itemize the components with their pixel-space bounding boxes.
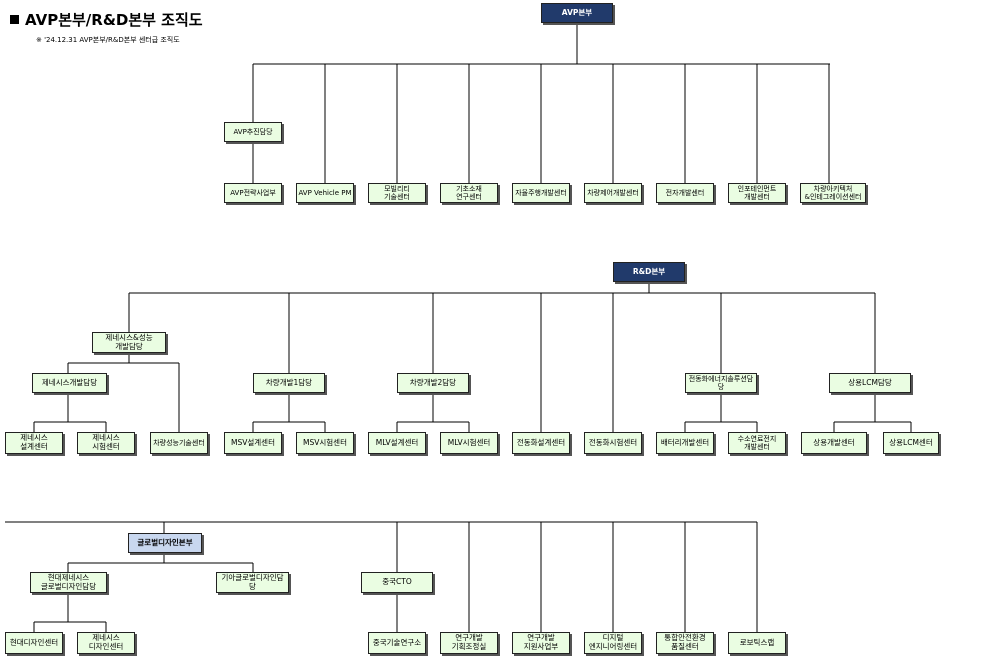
design-root-box[interactable]: 글로벌디자인본부 (128, 533, 202, 553)
design-center-box[interactable]: 연구개발 지원사업부 (512, 632, 570, 654)
rnd-center-box[interactable]: 상용LCM센터 (883, 432, 939, 454)
avp-center-box[interactable]: 기초소재 연구센터 (440, 183, 498, 203)
avp-center-box[interactable]: 자율주행개발센터 (512, 183, 570, 203)
design-kia-box[interactable]: 기아글로벌디자인담 당 (216, 572, 289, 593)
rnd-cv-box[interactable]: 상용LCM담당 (829, 373, 911, 393)
rnd-center-box[interactable]: 전동화시험센터 (584, 432, 642, 454)
rnd-center-box[interactable]: 수소연료전지 개발센터 (728, 432, 786, 454)
design-hyundai-genesis-box[interactable]: 현대제네시스 글로벌디자인담당 (30, 572, 107, 593)
rnd-center-box[interactable]: MSV시험센터 (296, 432, 354, 454)
square-bullet-icon (10, 15, 19, 24)
rnd-center-box[interactable]: 제네시스 설계센터 (5, 432, 63, 454)
rnd-center-box[interactable]: MLV설계센터 (368, 432, 426, 454)
rnd-vd1-box[interactable]: 차량개발1담당 (253, 373, 325, 393)
rnd-center-box[interactable]: 제네시스 시험센터 (77, 432, 135, 454)
avp-center-box[interactable]: 인포테인먼트 개발센터 (728, 183, 786, 203)
rnd-root-box[interactable]: R&D본부 (613, 262, 685, 282)
avp-center-box[interactable]: 전자개발센터 (656, 183, 714, 203)
design-china-cto-box[interactable]: 중국CTO (361, 572, 433, 593)
page-title: AVP본부/R&D본부 조직도 (10, 9, 203, 30)
design-center-box[interactable]: 연구개발 기획조정실 (440, 632, 498, 654)
page-title-text: AVP본부/R&D본부 조직도 (25, 11, 203, 29)
rnd-ev-energy-box[interactable]: 전동화에너지솔루션담당 (685, 373, 757, 393)
design-center-box[interactable]: 제네시스 디자인센터 (77, 632, 135, 654)
rnd-center-box[interactable]: 상용개발센터 (801, 432, 867, 454)
design-center-box[interactable]: 통합안전환경 품질센터 (656, 632, 714, 654)
design-center-box[interactable]: 로보틱스랩 (728, 632, 786, 654)
rnd-vd2-box[interactable]: 차량개발2담당 (397, 373, 469, 393)
avp-center-box[interactable]: 차량아키텍처 &인테그레이션센터 (800, 183, 866, 203)
design-center-box[interactable]: 중국기술연구소 (368, 632, 426, 654)
avp-center-box[interactable]: 모빌리티 기술센터 (368, 183, 426, 203)
avp-center-box[interactable]: 차량제어개발센터 (584, 183, 642, 203)
rnd-center-box[interactable]: 전동화설계센터 (512, 432, 570, 454)
avp-center-box[interactable]: AVP Vehicle PM (296, 183, 354, 203)
rnd-center-box[interactable]: 차량성능기술센터 (150, 432, 208, 454)
rnd-center-box[interactable]: MSV설계센터 (224, 432, 282, 454)
rnd-center-box[interactable]: MLV시험센터 (440, 432, 498, 454)
avp-center-box[interactable]: AVP전략사업부 (224, 183, 282, 203)
avp-promo-box[interactable]: AVP추진담당 (224, 122, 282, 142)
page-subtitle: ※ '24.12.31 AVP본부/R&D본부 센터급 조직도 (36, 36, 180, 44)
design-center-box[interactable]: 현대디자인센터 (5, 632, 63, 654)
avp-root-box[interactable]: AVP본부 (541, 3, 613, 23)
rnd-genesis-dev-box[interactable]: 제네시스개발담당 (32, 373, 107, 393)
design-center-box[interactable]: 디지털 엔지니어링센터 (584, 632, 642, 654)
rnd-center-box[interactable]: 배터리개발센터 (656, 432, 714, 454)
rnd-chassis-perf-box[interactable]: 제네시스&성능 개발담당 (92, 332, 166, 353)
